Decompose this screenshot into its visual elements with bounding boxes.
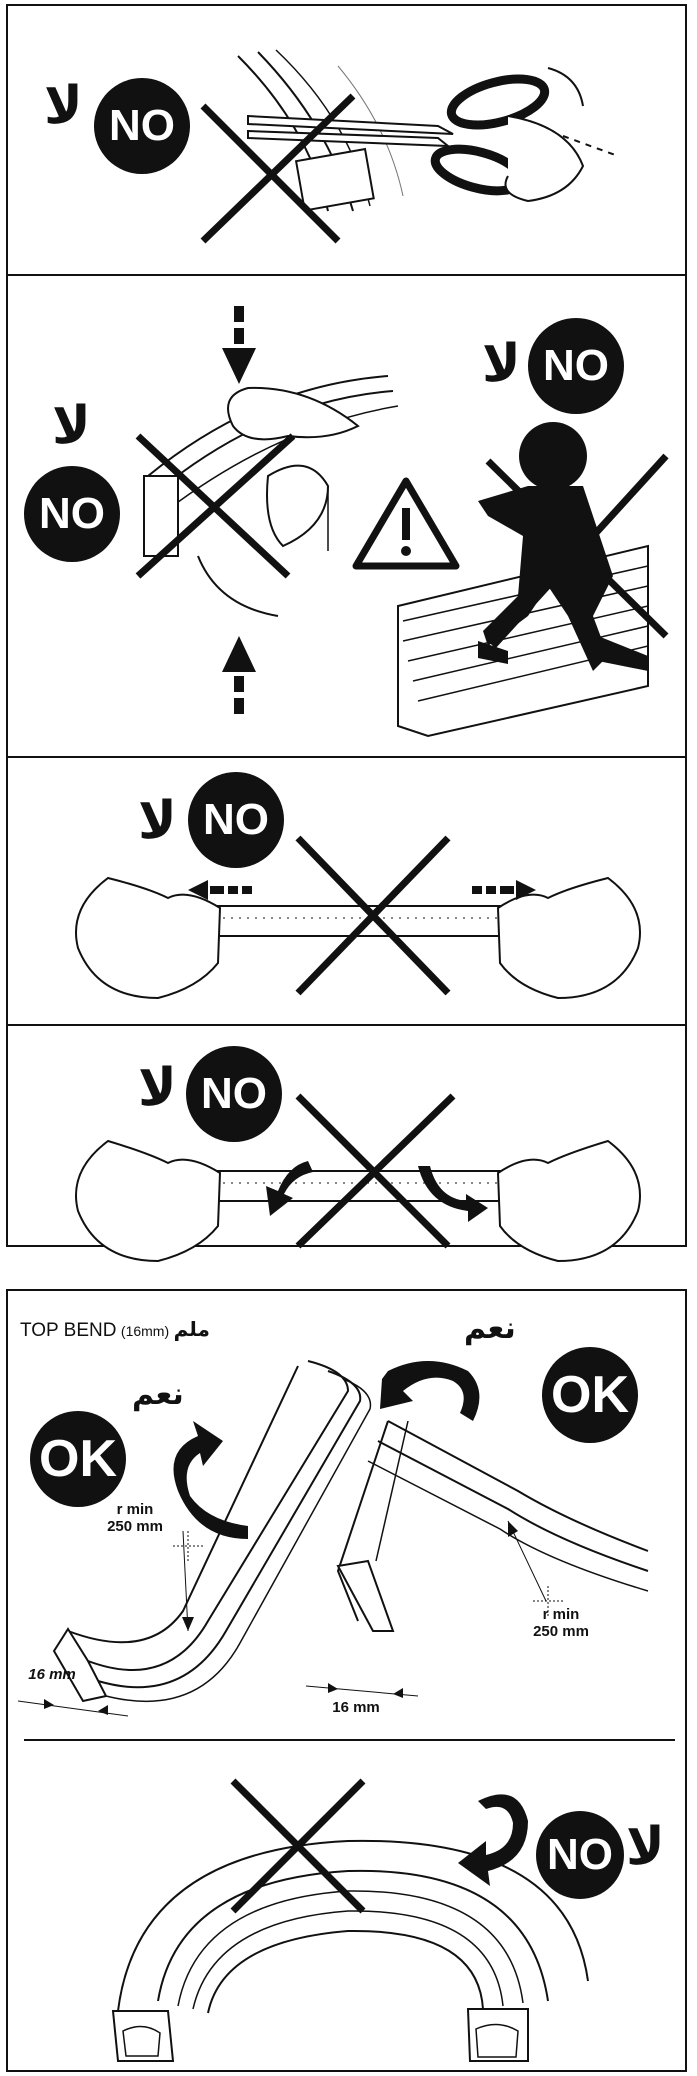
width-label-right: 16 mm	[326, 1699, 386, 1716]
cross-icon	[233, 1781, 363, 1911]
prohibited-handling-panel: لا NO لا NO لا NO	[6, 4, 687, 1247]
pinch-and-step-illustration	[8, 276, 689, 756]
rotate-arrow-icon	[174, 1421, 249, 1539]
wrong-bend-illustration	[8, 1741, 689, 2074]
stretching-illustration	[8, 758, 689, 1028]
top-bend-panel: TOP BEND (16mm) ملم نعم OK نعم OK	[6, 1289, 687, 2072]
twisting-illustration	[8, 1026, 689, 1246]
up-arrow-icon	[222, 636, 256, 714]
scissors-cutting-illustration	[8, 6, 689, 276]
rotate-arrow-icon	[380, 1361, 479, 1421]
warning-triangle-icon	[356, 481, 456, 566]
width-label-left: 16 mm	[22, 1666, 82, 1683]
scissors-icon	[248, 68, 583, 201]
down-arrow-icon	[222, 306, 256, 384]
